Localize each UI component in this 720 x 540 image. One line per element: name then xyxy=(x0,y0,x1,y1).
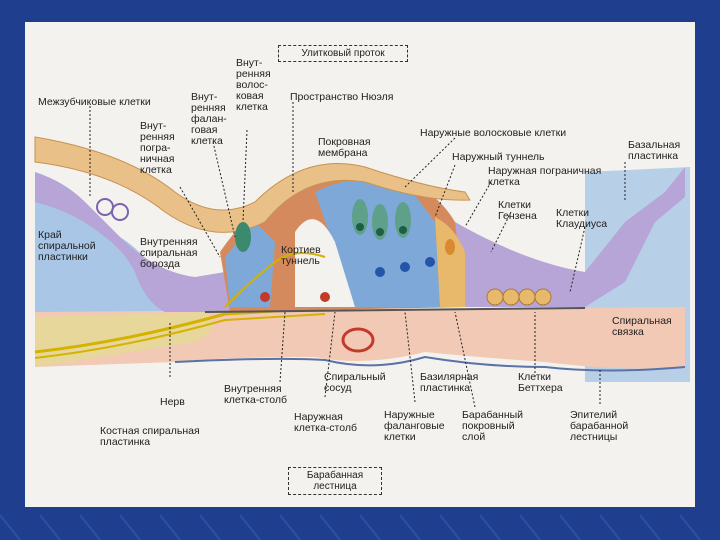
label-nuel-space: Пространство Нюэля xyxy=(290,91,394,103)
label-nerve: Нерв xyxy=(160,396,185,408)
label-hensen-cells: Клетки Гензена xyxy=(498,199,537,222)
label-tympanic-epithelium: Эпителий барабанной лестницы xyxy=(570,409,629,443)
label-tympanic-cover-layer: Барабанный покровный слой xyxy=(462,409,524,443)
outer-hair-cell-3 xyxy=(395,202,411,238)
cochlear-duct-label: Улитковый проток xyxy=(278,45,408,62)
outer-hair-cell-2 xyxy=(372,204,388,240)
outer-cells-blue xyxy=(315,178,445,307)
label-outer-phalangeal-cells: Наружные фаланговые клетки xyxy=(384,409,445,443)
interdental-epithelium xyxy=(35,172,230,312)
inner-hair-cell xyxy=(235,222,251,252)
label-outer-tunnel: Наружный туннель xyxy=(452,151,545,163)
spiral-limbus-region xyxy=(35,132,167,342)
label-interdental-cells: Межзубчиковые клетки xyxy=(38,96,151,108)
label-inner-spiral-sulcus: Внутренняя спиральная борозда xyxy=(140,236,198,270)
label-tectorial-membrane: Покровная мембрана xyxy=(318,136,371,159)
tectorial-membrane xyxy=(34,136,471,233)
claudius-epithelium xyxy=(455,167,685,307)
hensen-cells xyxy=(435,217,465,307)
label-inner-phalangeal-cell: Внут- ренняя фалан- говая клетка xyxy=(191,91,227,147)
label-basilar-lamina: Базилярная пластинка xyxy=(420,371,479,394)
label-inner-border-cell: Внут- ренняя погра- ничная клетка xyxy=(140,120,175,176)
scala-tympani-label: Барабанная лестница xyxy=(288,467,382,495)
label-outer-hair-cells: Наружные волосковые клетки xyxy=(420,127,567,139)
label-spiral-lamina-edge: Край спиральной пластинки xyxy=(38,229,96,263)
label-inner-hair-cell: Внут- ренняя волос- ковая клетка xyxy=(236,57,271,113)
label-outer-border-cell: Наружная пограничная клетка xyxy=(488,165,602,188)
label-spiral-ligament: Спиральная связка xyxy=(612,315,672,338)
label-claudius-cells: Клетки Клаудиуса xyxy=(556,207,608,230)
cochlea-illustration xyxy=(34,102,690,408)
corti-tunnel xyxy=(295,219,355,307)
label-spiral-vessel: Спиральный сосуд xyxy=(324,371,386,394)
label-bony-spiral-lamina: Костная спиральная пластинка xyxy=(100,425,200,448)
label-outer-pillar-cell: Наружная клетка-столб xyxy=(294,411,357,434)
label-basal-lamina: Базальная пластинка xyxy=(628,139,681,162)
spiral-vessel xyxy=(341,327,375,353)
outer-hair-cell-1 xyxy=(352,199,368,235)
label-corti-tunnel: Кортиев туннель xyxy=(281,244,321,267)
label-boettcher-cells: Клетки Беттхера xyxy=(518,371,563,394)
label-inner-pillar-cell: Внутренняя клетка-столб xyxy=(224,383,287,406)
